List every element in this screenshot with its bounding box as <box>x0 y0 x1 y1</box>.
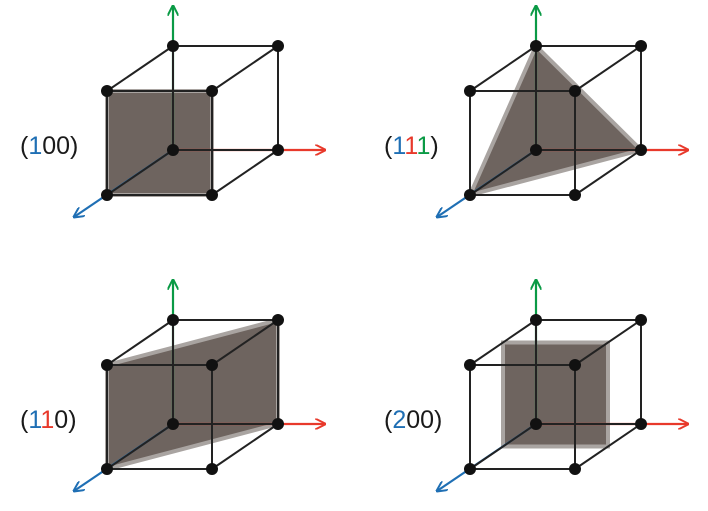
plane-100 <box>105 89 214 197</box>
label-part: ( <box>384 132 393 160</box>
cube-vertex <box>569 463 581 475</box>
label-part: 1 <box>404 132 417 160</box>
label-part: 1 <box>28 132 42 160</box>
label-part: 00) <box>42 132 78 160</box>
cube-edge <box>211 423 279 470</box>
cube-edge <box>469 319 537 366</box>
plane-label-110: (110) <box>20 406 77 434</box>
cube-vertex <box>206 85 218 97</box>
cube-edge <box>211 319 279 366</box>
label-part: 1 <box>40 406 54 434</box>
cube-vertex <box>569 359 581 371</box>
cube-vertex <box>206 359 218 371</box>
cube-vertex <box>464 463 476 475</box>
label-part: 00) <box>406 406 442 434</box>
cube-vertex <box>635 314 647 326</box>
cube-vertex <box>635 144 647 156</box>
cube-vertex <box>101 189 113 201</box>
label-part: ) <box>430 132 438 160</box>
label-part: 1 <box>416 132 430 160</box>
cube-edge <box>469 149 537 196</box>
panel-100: (100) <box>20 6 325 217</box>
label-part: 1 <box>392 132 405 160</box>
cube-vertex <box>167 40 179 52</box>
plane-110 <box>105 317 280 472</box>
panel-200: (200) <box>384 280 688 491</box>
plane-200 <box>501 340 610 449</box>
cube-edge <box>469 423 537 470</box>
cube-vertex <box>569 189 581 201</box>
cube-vertex <box>101 463 113 475</box>
cube-vertex <box>167 314 179 326</box>
cube-vertex <box>530 314 542 326</box>
label-part: ( <box>384 406 393 434</box>
cube-vertex <box>167 144 179 156</box>
cube-vertex <box>272 418 284 430</box>
cube-vertex <box>272 314 284 326</box>
panel-111: (111) <box>384 6 688 217</box>
cube-vertex <box>167 418 179 430</box>
cube-edge <box>211 45 279 92</box>
cube-vertex <box>530 40 542 52</box>
cube-edge <box>106 319 174 366</box>
label-part: ( <box>20 132 29 160</box>
cube-vertex <box>272 40 284 52</box>
cube-vertex <box>464 189 476 201</box>
cube-edge <box>574 45 642 92</box>
cube-vertex <box>464 359 476 371</box>
label-part: 1 <box>28 406 41 434</box>
cube-vertex <box>272 144 284 156</box>
panel-110: (110) <box>20 280 325 491</box>
cube-vertex <box>101 359 113 371</box>
cube-vertex <box>206 463 218 475</box>
cube-vertex <box>464 85 476 97</box>
cube-vertex <box>530 418 542 430</box>
cube-edge <box>106 423 174 470</box>
plane-label-200: (200) <box>384 406 442 434</box>
cube-edge <box>106 45 174 92</box>
cube-vertex <box>530 144 542 156</box>
label-part: 2 <box>392 406 406 434</box>
cube-edge <box>469 45 537 92</box>
cube-edge <box>574 423 642 470</box>
plane-label-111: (111) <box>384 132 439 160</box>
cube-edge <box>574 319 642 366</box>
plane-label-100: (100) <box>20 132 78 160</box>
cube-edge <box>211 149 279 196</box>
cube-vertex <box>206 189 218 201</box>
cube-vertex <box>569 85 581 97</box>
cube-vertex <box>635 40 647 52</box>
cube-vertex <box>101 85 113 97</box>
cube-edge <box>106 149 174 196</box>
label-part: 0) <box>54 406 76 434</box>
plane-111 <box>466 42 645 198</box>
cube-vertex <box>635 418 647 430</box>
cube-edge <box>574 149 642 196</box>
label-part: ( <box>20 406 29 434</box>
